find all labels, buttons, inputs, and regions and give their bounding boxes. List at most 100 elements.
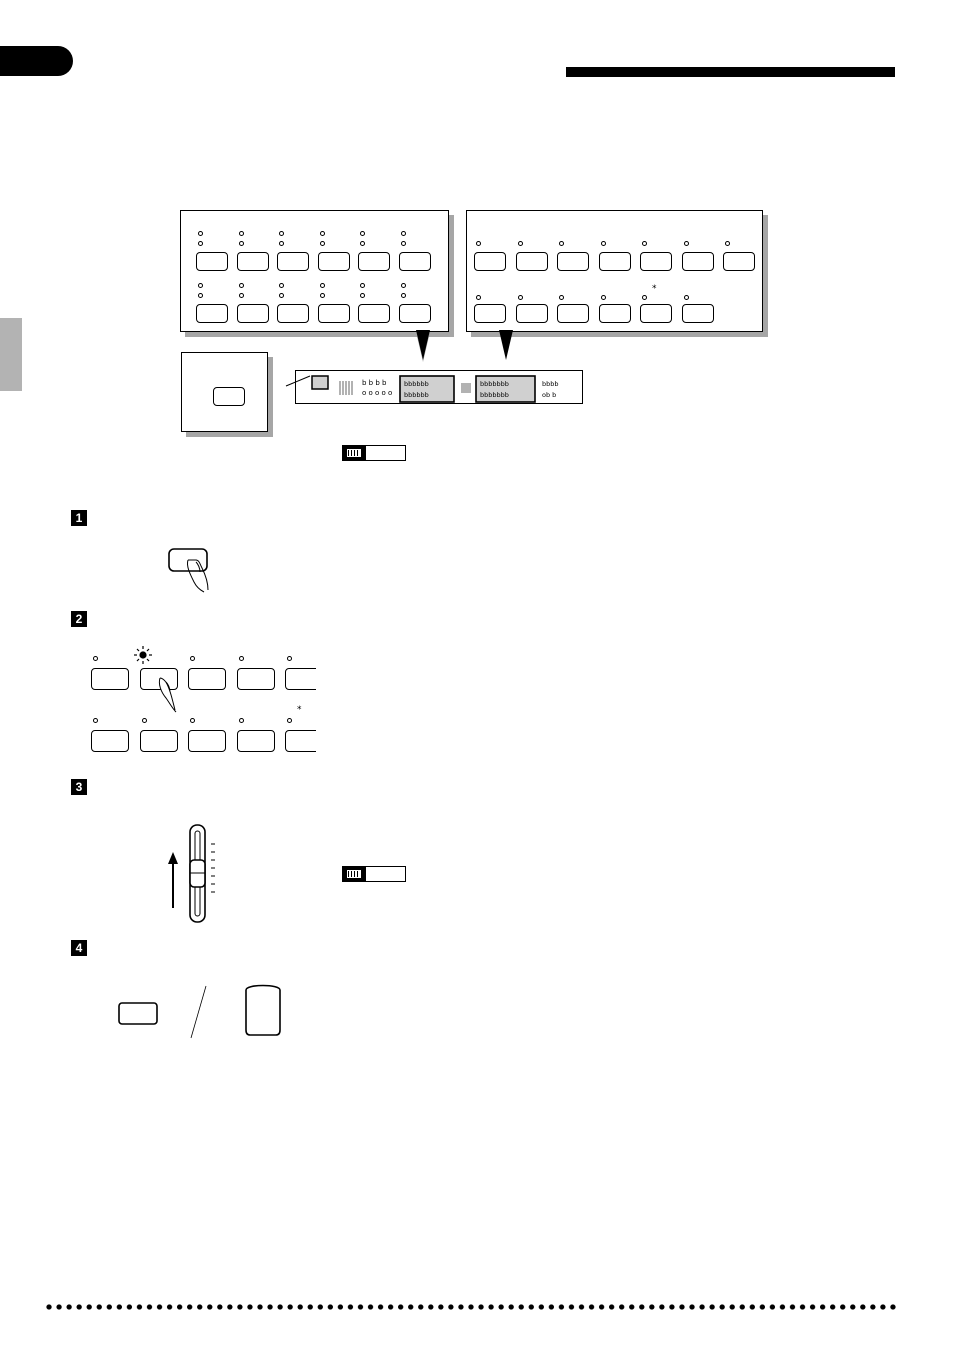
voice-button[interactable] bbox=[317, 252, 350, 271]
voice-lamp bbox=[400, 293, 406, 298]
voice-lamp bbox=[198, 231, 203, 236]
step4-button bbox=[118, 1002, 158, 1025]
voice-lamp bbox=[360, 231, 365, 236]
voice-lamp bbox=[287, 656, 292, 661]
voice-button[interactable] bbox=[681, 304, 714, 323]
footer-dotted-rule bbox=[44, 1302, 898, 1312]
single-button-inset bbox=[181, 352, 268, 432]
voice-button[interactable] bbox=[139, 730, 178, 752]
voice-lamp bbox=[287, 718, 292, 723]
voice-button[interactable] bbox=[236, 668, 275, 690]
voice-button[interactable] bbox=[474, 252, 506, 271]
inset-button[interactable] bbox=[213, 387, 245, 406]
voice-button[interactable] bbox=[285, 668, 316, 690]
keyboard-note-icon-step3 bbox=[342, 866, 406, 882]
voice-lamp bbox=[238, 231, 244, 236]
voice-button[interactable] bbox=[358, 252, 390, 271]
voice-button[interactable] bbox=[236, 730, 275, 752]
arrow-up-icon bbox=[168, 852, 178, 908]
voice-lamp bbox=[190, 718, 195, 723]
voice-button[interactable] bbox=[598, 252, 631, 271]
voice-lamp bbox=[517, 295, 523, 300]
asterisk-mark: * bbox=[652, 284, 657, 294]
svg-text:ob b: ob b bbox=[542, 391, 556, 399]
voice-button[interactable] bbox=[188, 668, 226, 690]
voice-lamp bbox=[476, 295, 481, 300]
voice-button[interactable] bbox=[515, 252, 548, 271]
volume-slider-icon bbox=[189, 824, 215, 923]
voice-button[interactable] bbox=[188, 730, 226, 752]
voice-lamp bbox=[93, 718, 98, 723]
section-title-bar bbox=[566, 67, 895, 77]
voice-lamp bbox=[198, 241, 203, 246]
voice-button[interactable] bbox=[277, 304, 309, 323]
voice-lamp bbox=[360, 283, 365, 288]
voice-button[interactable] bbox=[317, 304, 350, 323]
voice-lamp bbox=[559, 295, 564, 300]
voice-button[interactable] bbox=[358, 304, 390, 323]
step4-pedal bbox=[245, 984, 281, 1036]
voice-lamp bbox=[642, 295, 647, 300]
voice-lamp bbox=[360, 241, 365, 246]
voice-lamp bbox=[319, 283, 325, 288]
voice-lamp bbox=[476, 241, 481, 246]
step1-button-press bbox=[168, 548, 209, 593]
voice-lamp bbox=[642, 241, 647, 246]
lit-lamp-icon bbox=[134, 646, 152, 664]
voice-lamp bbox=[725, 241, 730, 246]
svg-text:bbbbbb: bbbbbb bbox=[404, 380, 429, 388]
voice-button[interactable] bbox=[598, 304, 631, 323]
voice-button[interactable] bbox=[91, 730, 129, 752]
instrument-panel-overview: b b b b o o o o o bbbbbb bbbbbb bbbbbbb … bbox=[295, 370, 583, 404]
panel-overview-drawing: b b b b o o o o o bbbbbb bbbbbb bbbbbbb … bbox=[311, 375, 559, 403]
voice-button[interactable] bbox=[236, 304, 269, 323]
keyboard-note-icon bbox=[342, 445, 406, 461]
voice-button[interactable] bbox=[474, 304, 506, 323]
voice-button[interactable] bbox=[515, 304, 548, 323]
voice-lamp bbox=[198, 293, 203, 298]
voice-lamp bbox=[279, 241, 284, 246]
voice-lamp bbox=[683, 295, 689, 300]
voice-lamp bbox=[279, 293, 284, 298]
voice-lamp bbox=[238, 283, 244, 288]
voice-lamp bbox=[190, 656, 195, 661]
voice-button[interactable] bbox=[557, 252, 589, 271]
pointing-finger-icon bbox=[187, 559, 209, 593]
voice-button[interactable] bbox=[398, 252, 431, 271]
voice-lamp bbox=[400, 231, 406, 236]
voice-button[interactable] bbox=[285, 730, 316, 752]
voice-button-panel-right: * bbox=[466, 210, 763, 332]
voice-button[interactable] bbox=[681, 252, 714, 271]
pointing-finger-icon bbox=[158, 677, 177, 713]
svg-text:bbbb: bbbb bbox=[542, 380, 559, 388]
voice-button[interactable] bbox=[723, 252, 755, 271]
voice-button[interactable] bbox=[398, 304, 431, 323]
callout-pointers bbox=[416, 330, 513, 362]
svg-text:o o o o o: o o o o o bbox=[362, 389, 392, 397]
page-number-tab bbox=[0, 46, 73, 76]
voice-button[interactable] bbox=[91, 668, 129, 690]
voice-lamp bbox=[400, 283, 406, 288]
voice-lamp bbox=[141, 718, 147, 723]
svg-text:bbbbbbb: bbbbbbb bbox=[480, 380, 509, 388]
step-number-3: 3 bbox=[71, 779, 87, 795]
voice-lamp bbox=[600, 241, 606, 246]
voice-button[interactable] bbox=[557, 304, 589, 323]
step-number-2: 2 bbox=[71, 611, 87, 627]
voice-lamp bbox=[360, 293, 365, 298]
voice-lamp bbox=[400, 241, 406, 246]
voice-lamp bbox=[238, 718, 244, 723]
voice-lamp bbox=[559, 241, 564, 246]
voice-button[interactable] bbox=[236, 252, 269, 271]
voice-button[interactable] bbox=[640, 304, 672, 323]
voice-button[interactable] bbox=[196, 304, 228, 323]
voice-button[interactable] bbox=[277, 252, 309, 271]
voice-button[interactable] bbox=[640, 252, 672, 271]
svg-text:b b b b: b b b b bbox=[362, 379, 387, 387]
svg-text:bbbbbb: bbbbbb bbox=[404, 391, 429, 399]
step-number-4: 4 bbox=[71, 940, 87, 956]
chapter-side-tab bbox=[0, 318, 22, 391]
voice-button[interactable] bbox=[196, 252, 228, 271]
step2-finger-and-lamp bbox=[134, 646, 177, 713]
overview-pointer-line bbox=[285, 375, 311, 387]
